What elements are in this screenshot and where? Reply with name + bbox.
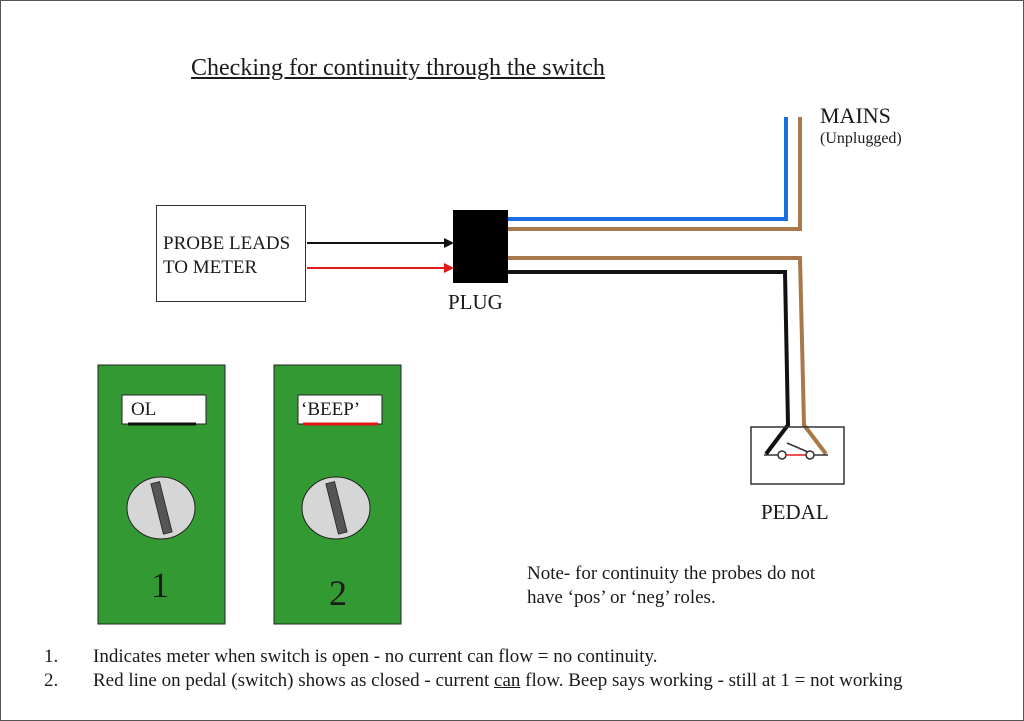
note-line2: have ‘pos’ or ‘neg’ roles. xyxy=(527,587,716,608)
pedal-wire-brown xyxy=(508,256,828,456)
pedal-wire-black xyxy=(508,270,791,456)
meter-2-display: ‘BEEP’ xyxy=(301,399,361,420)
plug-body xyxy=(453,210,508,283)
footnote-2: 2. Red line on pedal (switch) shows as cl… xyxy=(44,669,902,693)
probe-leads-box xyxy=(156,205,306,302)
footnote-number: 1. xyxy=(44,646,59,667)
footnote-text-after: flow. Beep says working - still at 1 = n… xyxy=(520,670,903,691)
meter-1-display: OL xyxy=(131,399,157,420)
note-text: Note- for continuity the probes do not h… xyxy=(527,562,815,610)
pedal-box xyxy=(750,426,845,485)
meter-2 xyxy=(273,364,402,625)
mains-label: MAINS xyxy=(820,103,891,128)
probe-leads-label: PROBE LEADS TO METER xyxy=(163,232,290,280)
switch-symbol-icon xyxy=(764,442,828,460)
footnote-number: 2. xyxy=(44,670,59,691)
footnote-1: 1. Indicates meter when switch is open - … xyxy=(44,645,902,669)
footnote-text-underlined: can xyxy=(494,670,521,691)
dial-knob-icon[interactable] xyxy=(126,476,196,540)
plug-label: PLUG xyxy=(448,290,503,314)
diagram-title: Checking for continuity through the swit… xyxy=(191,55,605,81)
footnotes: 1. Indicates meter when switch is open - … xyxy=(44,645,902,693)
note-line1: Note- for continuity the probes do not xyxy=(527,563,816,584)
meter-1 xyxy=(97,364,226,625)
mains-wire-blue xyxy=(508,117,788,221)
probe-label-line1: PROBE LEADS xyxy=(163,233,291,254)
mains-wire-brown xyxy=(508,117,802,231)
meter-2-number: 2 xyxy=(329,573,347,613)
footnote-text: Indicates meter when switch is open - no… xyxy=(93,646,658,667)
meter-1-number: 1 xyxy=(151,565,169,605)
pedal-label: PEDAL xyxy=(761,500,829,524)
dial-knob-icon[interactable] xyxy=(301,476,371,540)
mains-sublabel: (Unplugged) xyxy=(820,130,902,147)
footnote-text-before: Red line on pedal (switch) shows as clos… xyxy=(93,670,495,691)
probe-label-line2: TO METER xyxy=(163,257,258,278)
